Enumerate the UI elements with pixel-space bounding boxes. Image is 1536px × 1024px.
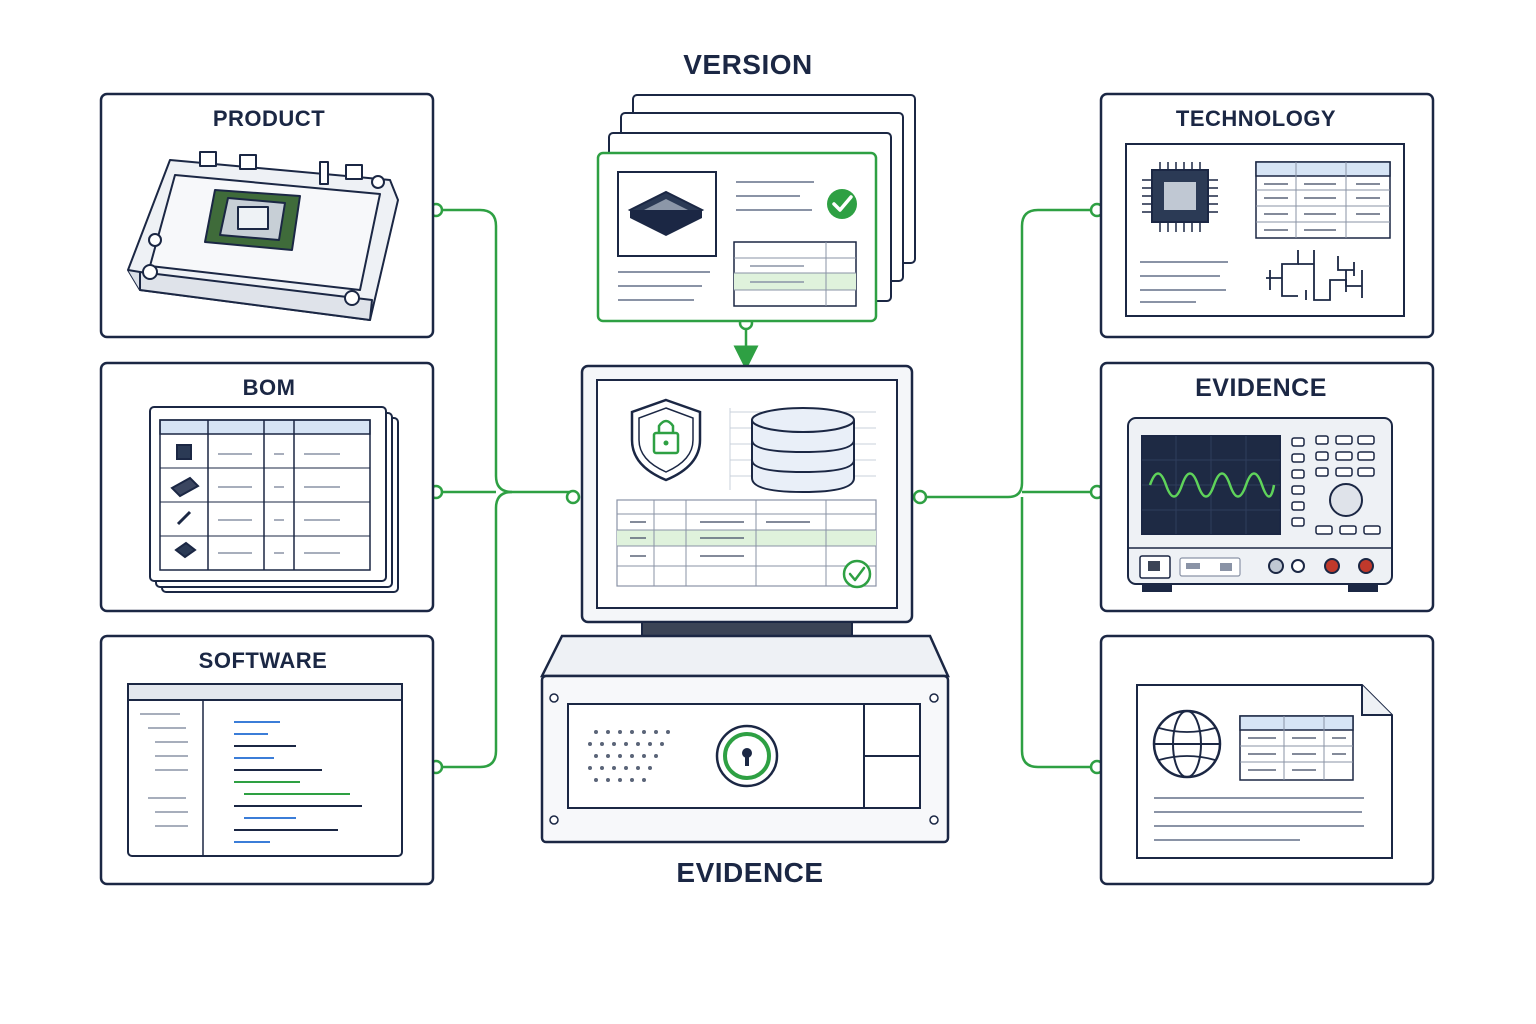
- product-label: PRODUCT: [212, 106, 326, 131]
- software-panel: [99, 634, 435, 886]
- code-editor-icon: [127, 683, 403, 857]
- secure-evidence-server-icon: [539, 364, 950, 844]
- version-stack: [596, 94, 916, 323]
- evidence-center-label: EVIDENCE: [676, 857, 824, 888]
- globe-document-icon: [1136, 684, 1393, 859]
- monitor: [580, 364, 914, 659]
- bom-panel: [99, 361, 435, 613]
- technology-label: TECHNOLOGY: [1175, 106, 1337, 131]
- bom-table-icon: [149, 406, 399, 593]
- evidence-right-panel: [1099, 361, 1435, 613]
- technology-panel: [1099, 92, 1435, 339]
- chip-document-stack-icon: [617, 171, 857, 307]
- power-module-icon: [127, 151, 399, 321]
- software-label: SOFTWARE: [198, 648, 328, 673]
- server-case: [539, 634, 950, 844]
- version-label: VERSION: [683, 49, 813, 80]
- bottom-right-panel: [1099, 634, 1435, 886]
- product-panel: [99, 92, 435, 339]
- chip-datasheet-icon: [1125, 143, 1405, 317]
- evidence-right-label: EVIDENCE: [1195, 374, 1327, 402]
- connector-lines: [436, 208, 1096, 769]
- oscilloscope-icon: [1127, 417, 1393, 592]
- bom-label: BOM: [242, 375, 296, 400]
